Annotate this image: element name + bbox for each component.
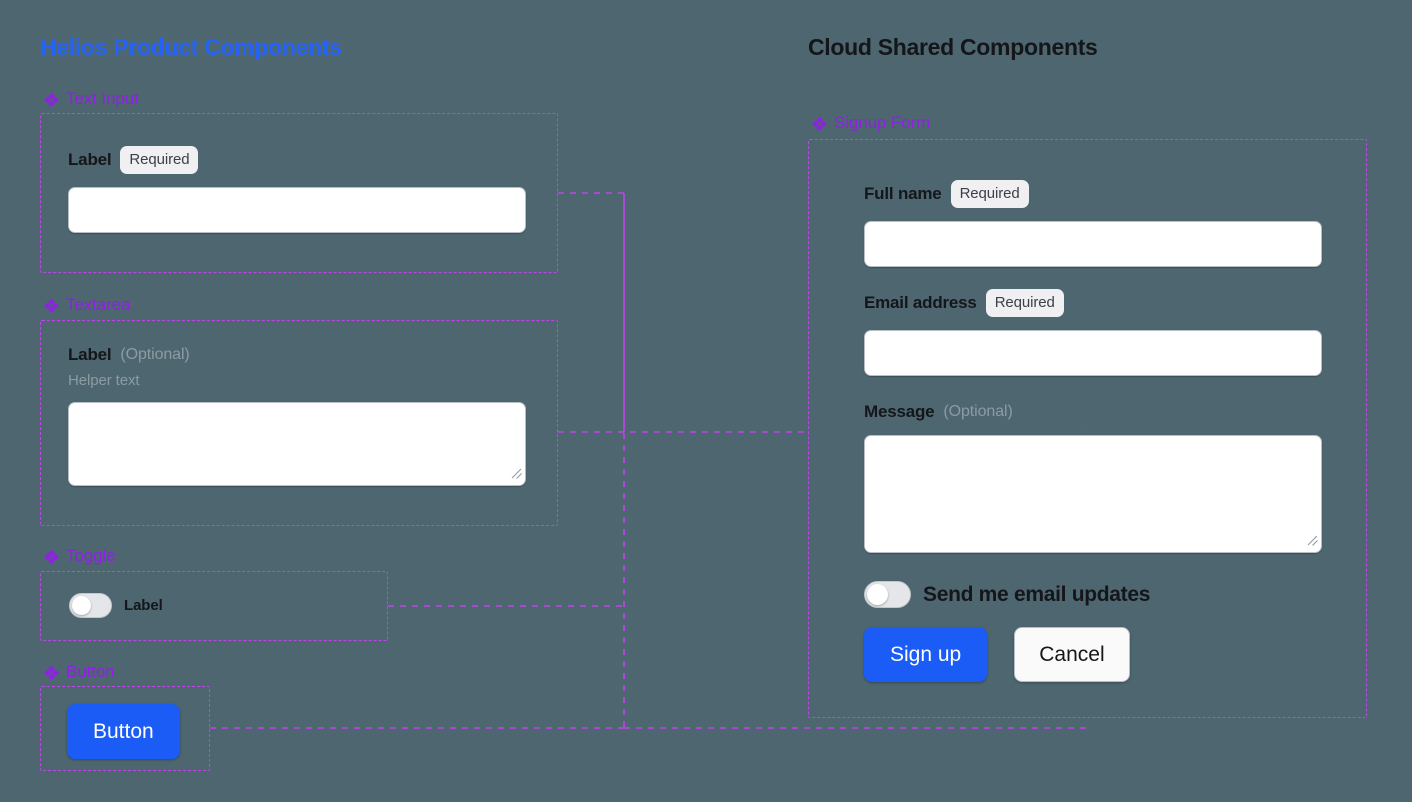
component-diamond-icon xyxy=(44,549,59,564)
section-heading-button: Button xyxy=(44,662,115,682)
connector-text-input xyxy=(558,192,625,432)
field-label: Message xyxy=(864,402,935,421)
field-label: Full name xyxy=(864,184,942,203)
required-badge: Required xyxy=(120,146,199,174)
section-heading-textarea: Textarea xyxy=(44,295,131,315)
component-diamond-icon xyxy=(44,665,59,680)
optional-tag: (Optional) xyxy=(943,403,1013,420)
optional-tag: (Optional) xyxy=(120,346,190,363)
field-label-row-message: Message (Optional) xyxy=(864,402,1322,422)
section-heading-signup-form: Signup Form xyxy=(812,113,930,133)
textarea-field[interactable] xyxy=(68,402,526,486)
section-label-textarea: Textarea xyxy=(66,295,131,314)
component-diamond-icon xyxy=(44,92,59,107)
form-group-message: Message (Optional) xyxy=(864,402,1322,553)
full-name-input[interactable] xyxy=(864,221,1322,267)
required-badge: Required xyxy=(950,180,1029,208)
toggle-knob xyxy=(72,596,91,615)
field-label-row-text-input: Label Required xyxy=(68,146,530,174)
form-group-email-address: Email address Required xyxy=(864,289,1322,376)
field-label-row-email: Email address Required xyxy=(864,289,1322,317)
signup-form-actions: Sign up Cancel xyxy=(864,627,1130,682)
email-updates-toggle[interactable] xyxy=(864,581,911,608)
field-label: Label xyxy=(68,150,112,169)
component-frame-textarea: Label (Optional) Helper text xyxy=(40,320,558,526)
email-updates-label: Send me email updates xyxy=(923,582,1151,606)
component-frame-button: Button xyxy=(40,686,210,771)
required-badge: Required xyxy=(985,289,1064,317)
component-diamond-icon xyxy=(44,298,59,313)
section-heading-toggle: Toggle xyxy=(44,546,116,566)
component-frame-signup-form: Full name Required Email address Require… xyxy=(808,139,1367,718)
form-group-full-name: Full name Required xyxy=(864,180,1322,267)
toggle-switch[interactable] xyxy=(69,593,112,618)
field-label-row-full-name: Full name Required xyxy=(864,180,1322,208)
field-label: Label xyxy=(68,345,112,364)
helper-text: Helper text xyxy=(68,372,140,389)
toggle-label: Label xyxy=(124,597,163,614)
section-heading-text-input: Text Input xyxy=(44,89,139,109)
field-label: Email address xyxy=(864,293,977,312)
component-frame-toggle: Label xyxy=(40,571,388,641)
email-address-input[interactable] xyxy=(864,330,1322,376)
demo-button[interactable]: Button xyxy=(67,704,180,759)
section-label-button: Button xyxy=(66,662,115,681)
field-label-row-textarea: Label (Optional) xyxy=(68,345,530,365)
section-label-toggle: Toggle xyxy=(66,546,116,565)
right-panel-title: Cloud Shared Components xyxy=(808,34,1098,60)
sign-up-button[interactable]: Sign up xyxy=(864,627,988,682)
cancel-button[interactable]: Cancel xyxy=(1014,627,1130,682)
component-frame-text-input: Label Required xyxy=(40,113,558,273)
component-diamond-icon xyxy=(812,116,827,131)
email-updates-toggle-row[interactable]: Send me email updates xyxy=(864,581,1150,608)
section-label-signup-form: Signup Form xyxy=(834,113,931,132)
text-input-field[interactable] xyxy=(68,187,526,233)
section-label-text-input: Text Input xyxy=(66,89,139,108)
message-textarea[interactable] xyxy=(864,435,1322,553)
toggle-knob xyxy=(867,584,888,605)
toggle-row[interactable]: Label xyxy=(69,593,163,618)
left-panel-title: Helios Product Components xyxy=(40,34,342,60)
